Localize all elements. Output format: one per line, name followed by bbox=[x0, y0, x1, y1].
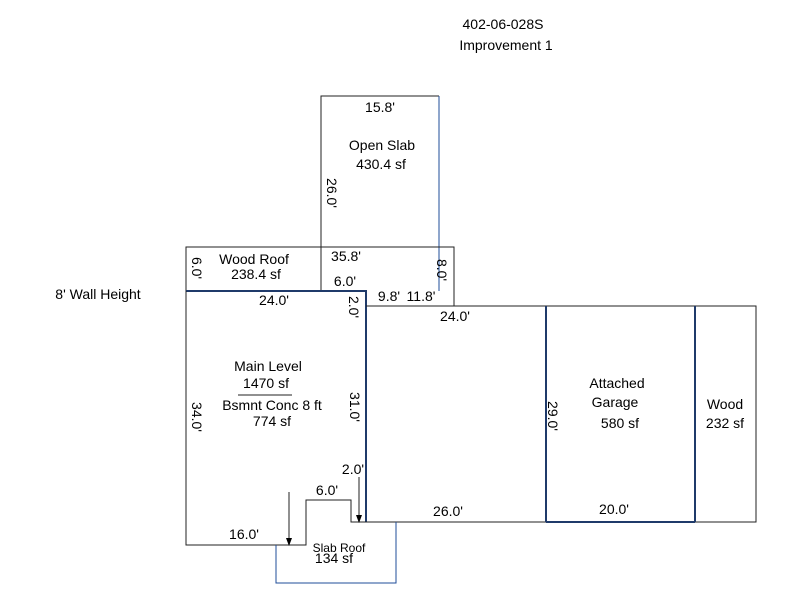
dim-2-0-vertical: 2.0' bbox=[346, 296, 362, 318]
dim-15-8: 15.8' bbox=[365, 99, 395, 115]
main-level-top-right bbox=[186, 290, 367, 522]
slab-roof-outline bbox=[275, 522, 397, 584]
dim-16-0: 16.0' bbox=[229, 526, 259, 542]
slab-roof-size: 134 sf bbox=[315, 550, 353, 566]
basement-name: Bsmnt Conc 8 ft bbox=[222, 397, 322, 413]
wood-deck-size: 232 sf bbox=[706, 415, 744, 431]
garage-area bbox=[366, 305, 757, 523]
dim-35-8: 35.8' bbox=[331, 248, 361, 264]
dimension-arrows bbox=[286, 477, 362, 546]
dim-6-0-top: 6.0' bbox=[334, 273, 356, 289]
dim-20-0: 20.0' bbox=[599, 501, 629, 517]
main-level-size: 1470 sf bbox=[243, 375, 289, 391]
wall-height-label: 8' Wall Height bbox=[55, 286, 141, 302]
garage-name-line1: Attached bbox=[589, 375, 644, 391]
open-slab-area bbox=[320, 95, 440, 291]
main-level-name: Main Level bbox=[234, 358, 302, 374]
garage-name-line2: Garage bbox=[592, 394, 639, 410]
dim-8-0: 8.0' bbox=[434, 259, 450, 281]
dim-29-0: 29.0' bbox=[545, 401, 561, 431]
dim-24-0-right: 24.0' bbox=[440, 308, 470, 324]
slab-roof-name: Slab Roof bbox=[313, 541, 366, 555]
dim-9-8: 9.8' bbox=[378, 288, 400, 304]
arrow-left-head bbox=[286, 538, 292, 546]
dim-31-0: 31.0' bbox=[347, 392, 363, 422]
slab-roof-area bbox=[275, 522, 397, 584]
dim-34-0: 34.0' bbox=[189, 402, 205, 432]
dim-11-8: 11.8' bbox=[407, 288, 436, 304]
open-slab-size: 430.4 sf bbox=[356, 156, 406, 172]
parcel-id: 402-06-028S bbox=[463, 16, 544, 32]
dim-24-0-main: 24.0' bbox=[259, 292, 289, 308]
arrow-right-head bbox=[356, 515, 362, 523]
wood-roof-area bbox=[185, 246, 455, 306]
open-slab-outline bbox=[320, 95, 439, 247]
dim-26-0-slab: 26.0' bbox=[324, 178, 340, 208]
basement-size: 774 sf bbox=[253, 413, 291, 429]
main-level-area bbox=[185, 290, 367, 546]
dim-2-0-horizontal: 2.0' bbox=[342, 461, 364, 477]
open-slab-name: Open Slab bbox=[349, 137, 415, 153]
wood-roof-size: 238.4 sf bbox=[231, 266, 281, 282]
dim-6-0-wood-roof: 6.0' bbox=[189, 257, 205, 279]
improvement-label: Improvement 1 bbox=[459, 37, 553, 53]
main-level-outline bbox=[185, 291, 366, 546]
wood-deck-name: Wood bbox=[707, 396, 743, 412]
dim-6-0-notch: 6.0' bbox=[316, 482, 338, 498]
dim-26-0-bottom: 26.0' bbox=[433, 503, 463, 519]
garage-size: 580 sf bbox=[601, 415, 639, 431]
wood-roof-name: Wood Roof bbox=[219, 251, 289, 267]
wood-roof-outline bbox=[185, 246, 455, 306]
